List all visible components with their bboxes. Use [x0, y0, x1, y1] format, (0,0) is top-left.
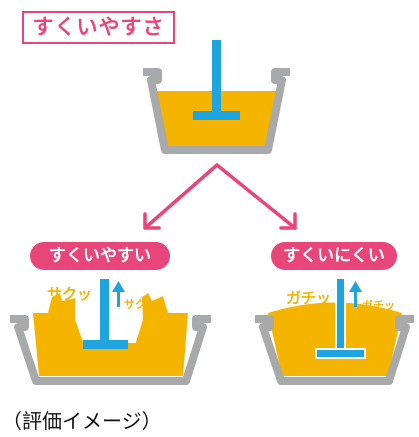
easy-spoon-icon — [83, 279, 128, 349]
top-bowl-outline — [143, 68, 290, 154]
title-box: すくいやすさ — [22, 11, 175, 44]
top-spoon-icon — [193, 40, 240, 120]
hard-bowl — [255, 277, 414, 385]
easy-lift-arrow-icon — [112, 281, 125, 307]
easy-sound-small: サクッ — [124, 298, 157, 311]
hard-bowl-outline — [255, 315, 414, 385]
easy-sound-large: サクッ — [47, 285, 93, 303]
easy-bowl — [10, 279, 211, 385]
hard-spoon-icon — [315, 277, 366, 359]
split-arrows-icon — [143, 163, 297, 230]
hard-lift-arrow-icon — [349, 281, 362, 307]
caption: （評価イメージ） — [2, 409, 162, 433]
hard-sound-large: ガチッ — [286, 289, 332, 307]
top-bowl — [143, 40, 290, 154]
easy-label-badge: すくいやすい — [30, 242, 170, 270]
easy-bowl-food — [33, 293, 188, 376]
hard-label-badge: すくいにくい — [271, 242, 397, 270]
hard-sound-small: ガチッ — [362, 299, 395, 312]
easy-bowl-outline — [10, 315, 211, 385]
